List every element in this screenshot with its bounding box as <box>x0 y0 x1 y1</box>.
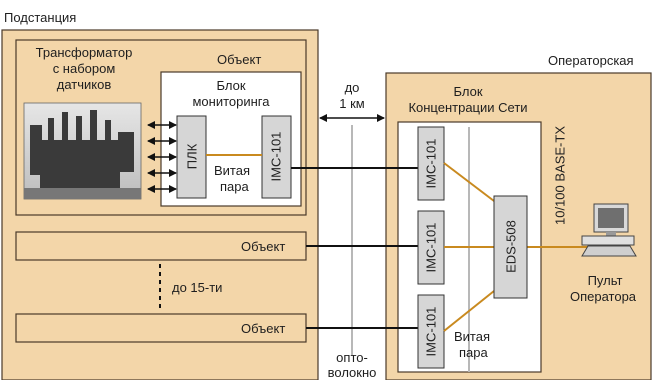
twisted-pair-label-3: Витая <box>454 329 490 344</box>
imc-label-1: IMC-101 <box>424 128 439 200</box>
monitoring-label-2: мониторинга <box>161 94 301 109</box>
operator-room-label: Операторская <box>548 53 634 68</box>
transformer-label-2: с набором <box>20 61 148 76</box>
ethernet-label: 10/100 BASE-TX <box>553 116 568 236</box>
imc-label-2: IMC-101 <box>424 212 439 284</box>
substation-label: Подстанция <box>4 10 76 25</box>
imc-label-3: IMC-101 <box>424 296 439 368</box>
object-main-label: Объект <box>217 52 261 67</box>
distance-label-1: до <box>330 80 374 95</box>
twisted-pair-label-1: Витая <box>214 163 250 178</box>
console-label-2: Оператора <box>556 289 650 304</box>
console-label-1: Пульт <box>560 273 650 288</box>
twisted-pair-label-4: пара <box>459 345 488 360</box>
fiber-label-2: волокно <box>322 365 382 380</box>
object-row2-label: Объект <box>241 239 285 254</box>
transformer-label-1: Трансформатор <box>20 45 148 60</box>
plc-label: ПЛК <box>185 137 200 177</box>
twisted-pair-label-2: пара <box>220 179 249 194</box>
concentration-label-2: Концентрации Сети <box>398 100 538 115</box>
eds-label: EDS-508 <box>504 212 519 282</box>
imc-main-label: IMC-101 <box>269 122 284 192</box>
fiber-label-1: опто- <box>326 350 378 365</box>
distance-label-2: 1 км <box>330 96 374 111</box>
up-to-15-label: до 15-ти <box>172 280 222 295</box>
object-row3-label: Объект <box>241 321 285 336</box>
concentration-label-1: Блок <box>398 84 538 99</box>
monitoring-label-1: Блок <box>161 78 301 93</box>
transformer-label-3: датчиков <box>20 77 148 92</box>
